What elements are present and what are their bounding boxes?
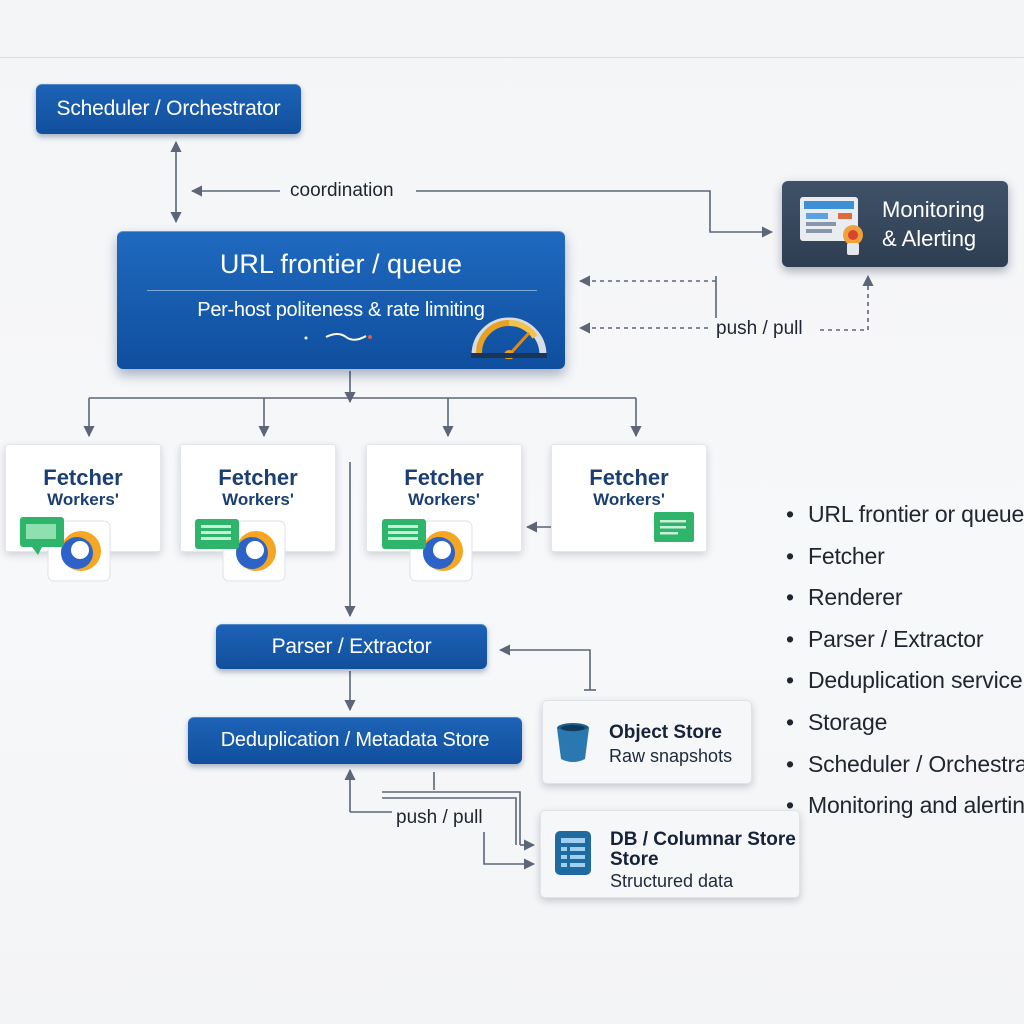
db-store-title-line2: Store: [610, 849, 659, 870]
component-list-item: •Scheduler / Orchestrator: [786, 750, 1024, 777]
frontier-divider: [147, 290, 537, 291]
url-frontier-node[interactable]: URL frontier / queue Per-host politeness…: [117, 231, 565, 369]
object-store-title: Object Store: [609, 722, 722, 743]
coordination-label: coordination: [290, 180, 394, 201]
dashboard-alert-icon: [800, 197, 863, 255]
frontier-subtitle: Per-host politeness & rate limiting: [197, 299, 485, 321]
gauge-icon: [471, 317, 547, 359]
push-pull-top-label: push / pull: [716, 318, 803, 339]
monitoring-label-line1: Monitoring: [882, 197, 985, 222]
database-table-icon: [555, 831, 591, 875]
scheduler-label: Scheduler / Orchestrator: [56, 97, 281, 120]
monitoring-node[interactable]: Monitoring & Alerting: [782, 181, 1008, 267]
fetcher-title: Fetcher: [404, 465, 484, 490]
frontier-title: URL frontier / queue: [219, 249, 463, 279]
fetcher-subtitle: Workers': [222, 490, 294, 509]
component-list-item: •URL frontier or queue: [786, 501, 1024, 527]
dedup-label: Deduplication / Metadata Store: [220, 729, 490, 751]
fetcher-browser-icon: [20, 517, 111, 582]
fetcher-subtitle: Workers': [593, 490, 665, 509]
dedup-node[interactable]: Deduplication / Metadata Store: [188, 717, 522, 764]
fetcher-title: Fetcher: [43, 465, 123, 490]
component-list-item: •Parser / Extractor: [786, 625, 984, 652]
fetcher-subtitle: Workers': [47, 490, 119, 509]
fetcher-title: Fetcher: [218, 465, 298, 490]
component-list-item: •Fetcher: [786, 542, 885, 569]
db-store-node[interactable]: DB / Columnar Store Store Structured dat…: [540, 810, 800, 898]
rate-squiggle-icon: [304, 333, 372, 341]
db-store-title: DB / Columnar Store: [610, 829, 796, 850]
monitoring-label-line2: & Alerting: [882, 226, 977, 251]
component-list-item: •Storage: [786, 708, 888, 735]
fetcher-browser-icon: [195, 519, 286, 582]
parser-node[interactable]: Parser / Extractor: [216, 624, 487, 669]
bucket-icon: [557, 723, 589, 762]
wire-object-parser: [498, 644, 591, 690]
fetcher-doc-icon: [654, 512, 694, 542]
object-store-subtitle: Raw snapshots: [609, 746, 733, 766]
component-list: •URL frontier or queue •Fetcher •Rendere…: [786, 500, 1024, 833]
push-pull-bottom-label: push / pull: [396, 807, 483, 828]
component-list-item: •Deduplication service: [786, 667, 1023, 694]
scheduler-node[interactable]: Scheduler / Orchestrator: [36, 84, 301, 134]
fetcher-subtitle: Workers': [408, 490, 480, 509]
component-list-item: •Renderer: [786, 584, 903, 611]
component-list-item: •Monitoring and alerting: [786, 792, 1024, 819]
top-divider: [0, 57, 1024, 58]
fetcher-browser-icon: [382, 519, 473, 582]
db-store-subtitle: Structured data: [610, 871, 734, 891]
object-store-node[interactable]: Object Store Raw snapshots: [542, 700, 752, 784]
parser-label: Parser / Extractor: [271, 634, 432, 658]
fetcher-title: Fetcher: [589, 465, 669, 490]
